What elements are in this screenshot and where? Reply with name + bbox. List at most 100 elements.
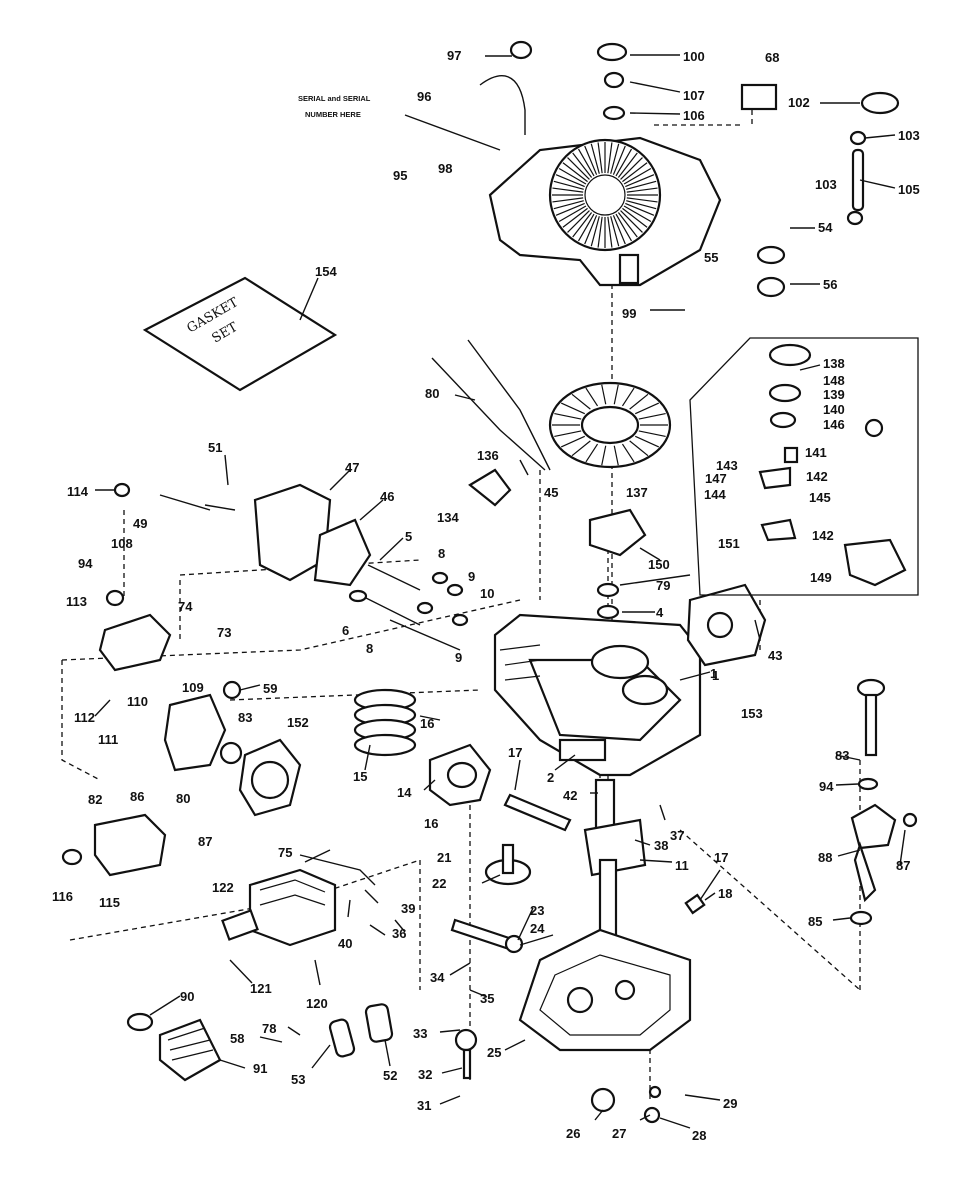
- fin-line: [572, 212, 593, 238]
- callout-label: 40: [338, 936, 352, 951]
- fin-line: [626, 200, 657, 210]
- cam-gear: [484, 843, 532, 886]
- oil-filter: [126, 1012, 222, 1082]
- small-hardware: [61, 245, 918, 1124]
- callout-label: 103: [898, 128, 920, 143]
- callout-label: 49: [133, 516, 147, 531]
- callout-label: 144: [704, 487, 726, 502]
- fin-line: [601, 445, 607, 466]
- callout-label: 68: [765, 50, 779, 65]
- ignition-module: [686, 583, 767, 667]
- callout-label: 134: [437, 510, 459, 525]
- callout-label: 51: [208, 440, 222, 455]
- fin-line: [577, 148, 595, 177]
- callout-label: 23: [530, 903, 544, 918]
- callout-label: 73: [217, 625, 231, 640]
- callout-label: 35: [480, 991, 494, 1006]
- fin-line: [620, 210, 643, 233]
- callout-label: 55: [704, 250, 718, 265]
- callout-label: 56: [823, 277, 837, 292]
- fin-line: [638, 430, 666, 438]
- callout-label: 116: [52, 889, 73, 904]
- fin-line: [571, 393, 591, 410]
- fin-line: [621, 443, 635, 463]
- callout-label: 139: [823, 387, 845, 402]
- fin-line: [621, 387, 635, 407]
- callout-label: 79: [656, 578, 670, 593]
- callout-label: 100: [683, 49, 705, 64]
- callout-label: 137: [626, 485, 648, 500]
- connecting-rod: [503, 793, 572, 832]
- fin-line: [626, 197, 658, 203]
- fin-line: [626, 180, 657, 190]
- callout-label: 153: [741, 706, 763, 721]
- callout-label: 87: [198, 834, 212, 849]
- fin-line: [622, 162, 648, 183]
- oil-fill-tube: [849, 678, 897, 926]
- callout-label: 54: [818, 220, 833, 235]
- flywheel-fins: [552, 384, 668, 466]
- callout-label: 96: [417, 89, 431, 104]
- callout-label: 52: [383, 1068, 397, 1083]
- callout-label: 88: [818, 850, 832, 865]
- fin-line: [610, 216, 620, 247]
- fin-line: [555, 202, 585, 216]
- callout-label: 87: [896, 858, 910, 873]
- callout-label: 18: [718, 886, 732, 901]
- callout-label: 25: [487, 1045, 501, 1060]
- fin-line: [638, 412, 666, 420]
- fin-line: [601, 384, 607, 405]
- fin-line: [562, 207, 588, 228]
- callout-label: 75: [278, 845, 292, 860]
- fin-line: [625, 174, 655, 188]
- callout-label: 1: [710, 666, 717, 681]
- callout-label: 146: [823, 417, 845, 432]
- callout-label: 22: [432, 876, 446, 891]
- callout-label: 97: [447, 48, 461, 63]
- callout-label: 31: [417, 1098, 431, 1113]
- callout-label: 140: [823, 402, 845, 417]
- callout-numbers: 97 100 68 96 107 106 102 103 105 95 98 1…: [52, 48, 920, 1143]
- callout-label: 59: [263, 681, 277, 696]
- callout-label: 46: [380, 489, 394, 504]
- fin-line: [554, 430, 582, 438]
- callout-label: 2: [547, 770, 554, 785]
- callout-label: 29: [723, 1096, 737, 1111]
- flywheel: [548, 381, 672, 469]
- callout-label: 149: [810, 570, 832, 585]
- callout-label: 27: [612, 1126, 626, 1141]
- callout-label: 103: [815, 177, 837, 192]
- callout-label: 143: [716, 458, 738, 473]
- callout-label: 91: [253, 1061, 267, 1076]
- callout-label: 115: [99, 895, 120, 910]
- callout-label: 145: [809, 490, 831, 505]
- callout-label: 34: [430, 970, 445, 985]
- callout-label: 121: [250, 981, 272, 996]
- fin-line: [617, 152, 638, 178]
- callout-label: 6: [342, 623, 349, 638]
- fin-line: [577, 213, 595, 242]
- fin-line: [584, 145, 598, 175]
- callout-label: 39: [401, 901, 415, 916]
- callout-label: 78: [262, 1021, 276, 1036]
- fin-line: [562, 162, 588, 183]
- callout-label: 17: [714, 850, 728, 865]
- fin-line: [607, 142, 613, 174]
- callout-leaders: [94, 54, 906, 1129]
- serial-note-line-1: SERIAL and SERIAL: [298, 94, 371, 103]
- fin-line: [567, 210, 590, 233]
- callout-label: 16: [420, 716, 434, 731]
- fin-line: [560, 435, 586, 448]
- fin-line: [629, 393, 649, 410]
- callout-label: 82: [88, 792, 102, 807]
- callout-label: 85: [808, 914, 822, 929]
- callout-label: 107: [683, 88, 705, 103]
- callout-label: 42: [563, 788, 577, 803]
- valves: [348, 571, 469, 651]
- fin-line: [623, 167, 652, 185]
- callout-label: 11: [675, 858, 689, 873]
- fin-line: [613, 384, 619, 405]
- screen-fins: [552, 142, 658, 248]
- callout-label: 43: [768, 648, 782, 663]
- callout-label: 111: [98, 732, 118, 747]
